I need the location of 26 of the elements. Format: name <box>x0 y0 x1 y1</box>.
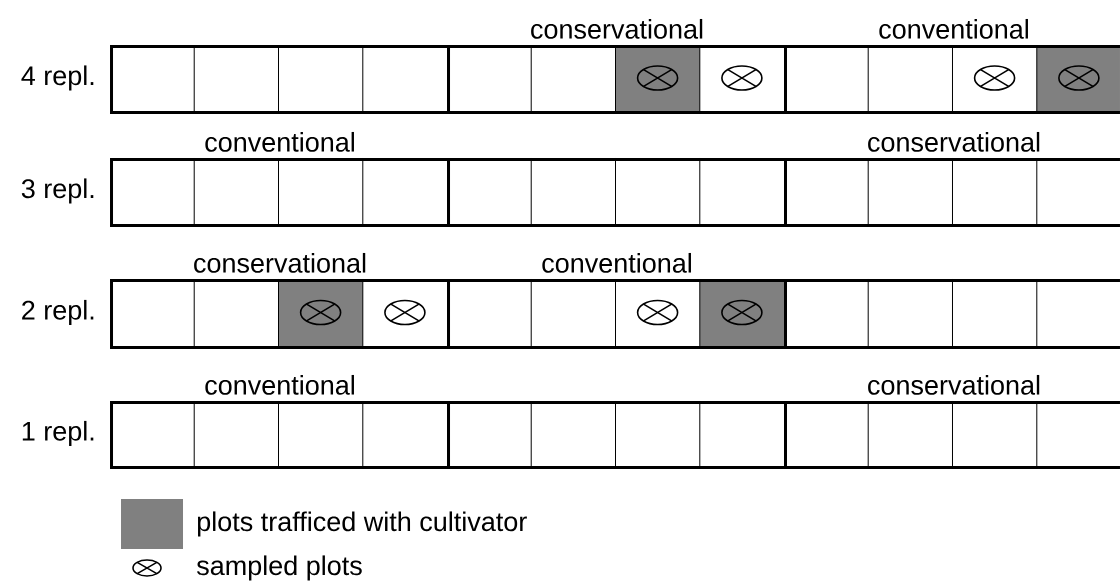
row-label: 3 repl. <box>21 178 94 204</box>
node-label: conservational <box>531 18 703 39</box>
plot-block: conservational <box>110 252 450 349</box>
plot-block: conventional <box>784 18 1120 114</box>
plot-block: conventional <box>110 131 450 227</box>
plot-block: conventional <box>110 374 450 469</box>
legend-text: sampled plots <box>196 555 362 581</box>
row-label: 4 repl. <box>21 65 94 91</box>
node-label: conventional <box>205 131 354 152</box>
plot-block: conservational <box>447 18 787 114</box>
legend-text: plots trafficed with cultivator <box>197 511 527 537</box>
node-label: conventional <box>879 18 1028 39</box>
plot-block: conventional <box>447 252 787 349</box>
row-label: 1 repl. <box>22 420 94 447</box>
plot-block <box>447 157 787 227</box>
plot-block: conservational <box>784 131 1120 227</box>
node-label: conventional <box>205 374 354 395</box>
node-label: conventional <box>542 252 691 273</box>
node-label: conservational <box>868 131 1040 152</box>
plot-block <box>110 44 450 114</box>
plot-block <box>447 400 787 469</box>
plot-block: conservational <box>784 374 1120 469</box>
node-label: conservational <box>194 252 366 273</box>
plot-block <box>784 278 1120 349</box>
node-label: conservational <box>868 374 1040 395</box>
row-label: 2 repl. <box>22 299 94 326</box>
